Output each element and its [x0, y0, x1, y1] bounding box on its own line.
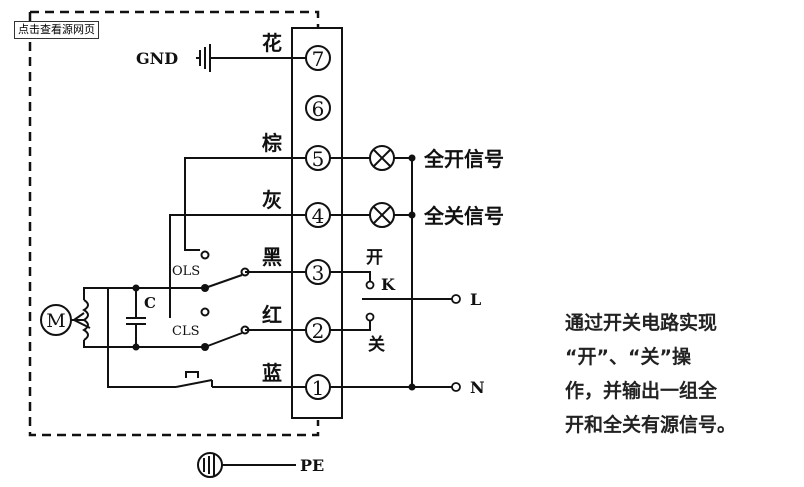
wires: [73, 44, 452, 388]
wire-color-3: 黑: [262, 245, 282, 269]
wire-color-5: 棕: [262, 131, 282, 155]
pe-label: PE: [300, 456, 324, 475]
svg-text:6: 6: [312, 97, 325, 121]
terminal-block: [291, 27, 343, 419]
capacitor-label: C: [144, 294, 156, 312]
svg-text:7: 7: [312, 47, 325, 71]
description-text: 通过开关电路实现 “开”、“关”操 作，并输出一组全 开和全关有源信号。: [565, 306, 793, 442]
description-line: 作，并输出一组全: [565, 380, 718, 402]
wire-color-2: 红: [262, 303, 282, 327]
terminal-4: 4: [305, 202, 331, 228]
pe-ground-symbol: [197, 452, 296, 478]
motor-symbol: M: [40, 304, 72, 336]
terminal-6: 6: [305, 95, 331, 121]
svg-text:2: 2: [312, 319, 325, 343]
close-label: 关: [368, 334, 385, 355]
description-line: 通过开关电路实现: [565, 312, 718, 334]
full-close-signal-label: 全关信号: [423, 204, 504, 228]
enclosure-border: [28, 10, 320, 437]
svg-text:5: 5: [312, 147, 325, 171]
svg-text:M: M: [46, 310, 65, 332]
neutral-n-label: N: [470, 378, 485, 397]
gnd-label: GND: [136, 49, 178, 68]
ols-label: OLS: [172, 264, 200, 279]
terminal-7: 7: [305, 45, 331, 71]
wire-color-7: 花: [262, 31, 282, 55]
open-label: 开: [366, 248, 383, 268]
description-line: “开”、“关”操: [565, 346, 691, 368]
wire-color-4: 灰: [262, 188, 282, 212]
svg-text:3: 3: [312, 261, 325, 285]
terminal-2: 2: [305, 317, 331, 343]
cls-label: CLS: [172, 324, 200, 339]
terminal-1: 1: [305, 374, 331, 400]
svg-text:1: 1: [312, 376, 325, 400]
view-source-link[interactable]: 点击查看源网页: [14, 21, 99, 39]
terminal-5: 5: [305, 145, 331, 171]
description-line: 开和全关有源信号。: [565, 414, 737, 436]
wire-color-1: 蓝: [262, 361, 282, 385]
switch-k-label: K: [381, 275, 396, 294]
terminal-3: 3: [305, 259, 331, 285]
line-l-label: L: [470, 290, 481, 309]
full-open-signal-label: 全开信号: [423, 147, 504, 171]
svg-text:4: 4: [312, 204, 325, 228]
switch-contacts: [365, 280, 461, 392]
junction-dots: [132, 154, 416, 391]
